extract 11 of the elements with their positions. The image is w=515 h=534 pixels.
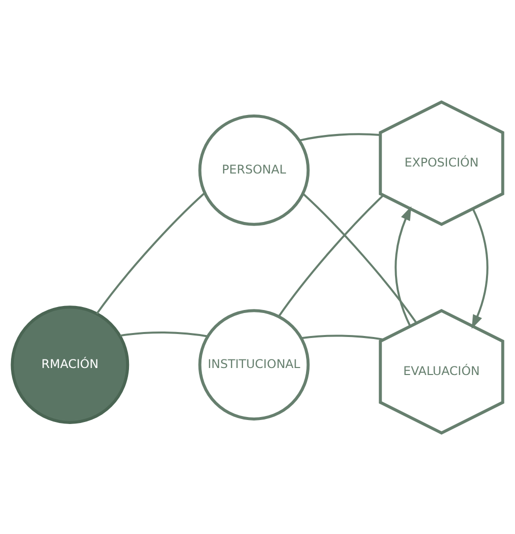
node-circle: PERSONAL: [198, 114, 310, 226]
connector: [302, 192, 418, 323]
arrow: [394, 206, 412, 326]
node-circle: INSTITUCIONAL: [198, 308, 310, 420]
connector: [120, 330, 208, 337]
connector: [278, 194, 384, 316]
connector: [96, 192, 206, 314]
connector: [299, 132, 380, 141]
arrow: [472, 208, 488, 328]
node-circle: RMACIÓN: [10, 305, 130, 424]
connector: [301, 334, 384, 340]
